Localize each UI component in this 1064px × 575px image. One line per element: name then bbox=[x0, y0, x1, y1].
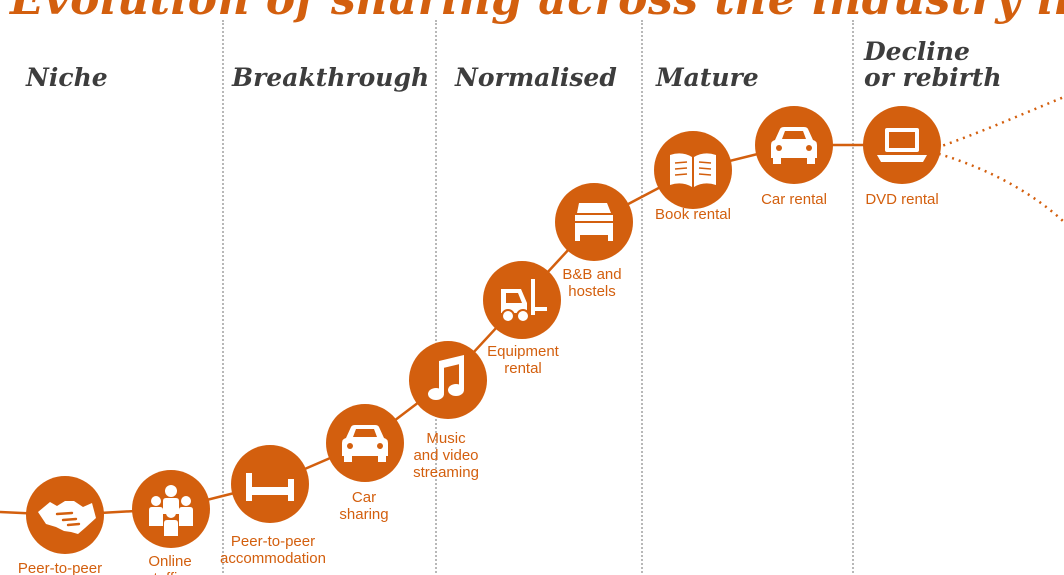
node-online-staffing bbox=[132, 470, 210, 548]
label-online-staffing: Online staffing bbox=[146, 553, 194, 575]
label-line: sharing bbox=[339, 506, 389, 523]
phase-niche: Niche bbox=[26, 65, 108, 91]
label-line: and video bbox=[413, 447, 479, 464]
label-line: B&B and bbox=[562, 266, 622, 283]
node-peer-to-peer-accommodation bbox=[231, 445, 309, 523]
forklift-icon bbox=[501, 279, 547, 323]
label-line: Online bbox=[148, 553, 192, 570]
phase-label: Mature bbox=[656, 63, 759, 92]
label-line: rental bbox=[504, 360, 542, 377]
label-peer-to-peer: Peer-to-peer bbox=[18, 560, 102, 575]
bed-icon bbox=[575, 203, 613, 241]
node-car-rental bbox=[755, 106, 833, 184]
phase-decline-or-rebirth: Decline or rebirth bbox=[864, 39, 1002, 91]
rebirth-branch-up bbox=[929, 95, 1064, 152]
label-car-rental: Car rental bbox=[761, 191, 827, 208]
phase-breakthrough: Breakthrough bbox=[232, 65, 429, 91]
phase-divider bbox=[641, 20, 643, 575]
label-line: DVD rental bbox=[865, 191, 939, 208]
node-bb-and-hostels bbox=[555, 183, 633, 261]
node-car-sharing bbox=[326, 404, 404, 482]
label-book-rental: Book rental bbox=[655, 206, 731, 223]
label-music-and-video-streaming: Music and video streaming bbox=[413, 430, 479, 481]
phase-label: Breakthrough bbox=[232, 63, 430, 92]
laptop-icon bbox=[877, 128, 927, 162]
car-icon bbox=[342, 425, 388, 462]
label-line: Peer-to-peer bbox=[230, 533, 316, 550]
label-equipment-rental: Equipment rental bbox=[487, 343, 559, 377]
phase-divider bbox=[435, 20, 437, 575]
phase-label-line-2: or rebirth bbox=[864, 63, 1002, 92]
node-dvd-rental bbox=[863, 106, 941, 184]
label-bb-and-hostels: B&B and hostels bbox=[562, 266, 621, 300]
node-book-rental bbox=[654, 131, 732, 209]
label-car-sharing: Car sharing bbox=[339, 489, 388, 523]
label-line: Car bbox=[351, 489, 377, 506]
label-line: staffing bbox=[146, 570, 194, 575]
label-line: streaming bbox=[413, 464, 479, 481]
node-peer-to-peer bbox=[26, 476, 104, 554]
phase-label: Normalised bbox=[455, 63, 617, 92]
book-icon bbox=[670, 153, 716, 187]
bed-icon bbox=[246, 473, 294, 501]
label-peer-to-peer-accommodation: Peer-to-peer accommodation bbox=[220, 533, 326, 567]
label-line: accommodation bbox=[220, 550, 326, 567]
phase-normalised: Normalised bbox=[455, 65, 617, 91]
label-dvd-rental: DVD rental bbox=[865, 191, 938, 208]
people-icon bbox=[149, 485, 193, 536]
phase-mature: Mature bbox=[656, 65, 759, 91]
decline-branch-down bbox=[931, 150, 1064, 223]
phase-divider bbox=[222, 20, 224, 575]
label-line: Peer-to-peer bbox=[17, 560, 103, 575]
node-music-and-video-streaming bbox=[409, 341, 487, 419]
label-line: Car rental bbox=[761, 191, 827, 208]
label-line: Music bbox=[426, 430, 466, 447]
phase-label-line-1: Decline bbox=[864, 37, 970, 66]
handshake-icon bbox=[38, 501, 96, 534]
car-icon bbox=[771, 127, 817, 164]
music-note-icon bbox=[428, 355, 464, 400]
label-line: Book rental bbox=[655, 206, 731, 223]
phase-label: Niche bbox=[26, 63, 108, 92]
label-line: Equipment bbox=[487, 343, 559, 360]
phase-divider bbox=[852, 20, 854, 575]
diagram-title: Evolution of sharing across the industry… bbox=[10, 0, 1064, 25]
label-line: hostels bbox=[568, 283, 616, 300]
node-equipment-rental bbox=[483, 261, 561, 339]
